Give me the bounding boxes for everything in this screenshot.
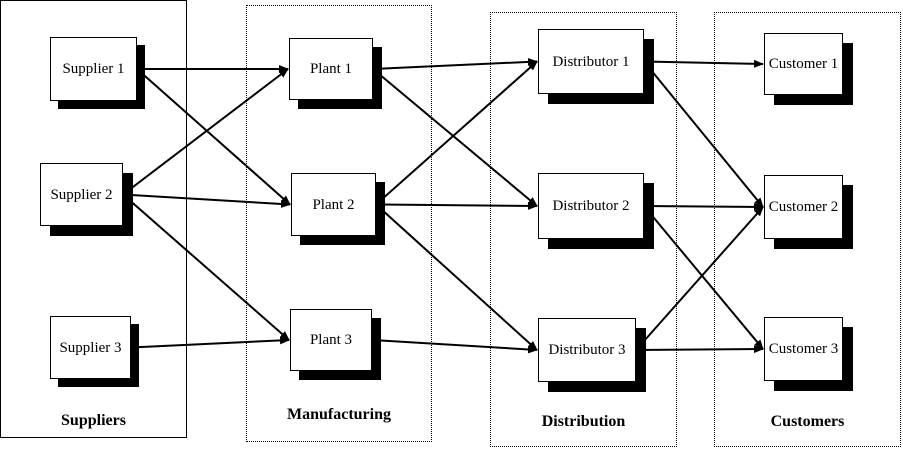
stage-title-suppliers: Suppliers [61, 412, 126, 429]
edge-plant3-to-distributor3 [371, 339, 538, 354]
stage-manufacturing: Manufacturing [246, 5, 432, 442]
edge-plant2-to-distributor1 [375, 60, 538, 206]
node-plant-2-label: Plant 2 [291, 173, 376, 236]
edge-supplier1-to-plant2 [136, 68, 291, 206]
stage-customers: Customers [714, 12, 901, 447]
edge-supplier2-to-plant2 [122, 193, 291, 208]
edge-distributor2-to-customer2 [643, 202, 764, 211]
edge-distributor1-to-customer1 [643, 59, 764, 68]
node-plant-3-label: Plant 3 [290, 309, 372, 371]
node-supplier-1-label: Supplier 1 [50, 37, 137, 101]
stage-suppliers: Suppliers [0, 0, 187, 438]
edge-supplier2-to-plant1 [122, 68, 289, 196]
node-supplier-3-label: Supplier 3 [50, 316, 131, 379]
edge-supplier3-to-plant3 [130, 336, 290, 349]
node-distributor-3-label: Distributor 3 [538, 318, 636, 382]
node-supplier-2-label: Supplier 2 [40, 163, 123, 226]
edge-plant1-to-distributor2 [372, 68, 538, 207]
edge-plant2-to-distributor2 [375, 201, 538, 210]
stage-title-distribution: Distribution [541, 413, 626, 430]
edge-distributor3-to-customer2 [635, 206, 764, 351]
stage-title-customers: Customers [770, 413, 845, 430]
stage-title-manufacturing: Manufacturing [287, 406, 391, 423]
node-customer-2-label: Customer 2 [764, 175, 843, 239]
node-distributor-2-label: Distributor 2 [538, 173, 644, 239]
edge-distributor2-to-customer3 [643, 205, 764, 350]
edge-supplier2-to-plant3 [122, 193, 290, 341]
edge-distributor3-to-customer3 [635, 345, 764, 354]
edge-distributor1-to-customer2 [643, 60, 764, 208]
node-customer-3-label: Customer 3 [764, 317, 843, 381]
node-plant-1-label: Plant 1 [289, 38, 373, 100]
node-distributor-1-label: Distributor 1 [538, 29, 644, 94]
edge-plant2-to-distributor3 [375, 203, 538, 351]
stage-distribution: Distribution [490, 12, 677, 447]
node-customer-1-label: Customer 1 [764, 33, 843, 95]
edge-plant1-to-distributor1 [372, 57, 538, 70]
